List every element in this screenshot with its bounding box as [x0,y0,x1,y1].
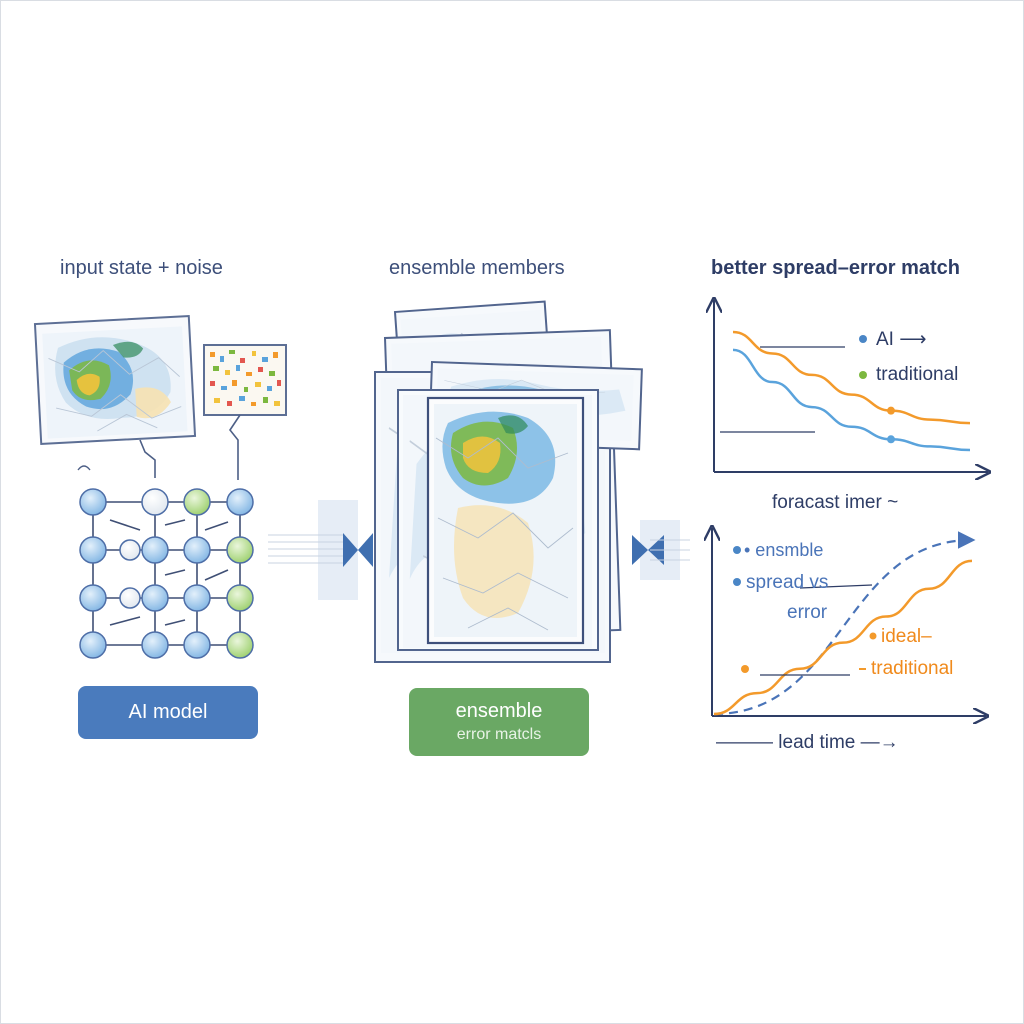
legend-ai-marker [859,335,867,343]
flow-arrow-1 [268,500,373,600]
heading-input-state: input state + noise [60,257,223,279]
bottom-legend-ensemble: • ensmble [744,540,824,560]
ai-model-label: AI model [128,701,208,723]
heading-ensemble-members: ensemble members [389,257,565,279]
ai-model-box: AI model [78,686,258,739]
legend-traditional2-marker [741,665,749,673]
ensemble-stack [374,300,643,663]
noise-map [203,344,287,416]
bottom-legend-error: error [787,602,828,623]
heading-spread-error: better spread–error match [711,257,960,279]
bottom-legend-traditional: traditional [871,658,954,679]
series-line-traditional [713,559,973,716]
ensemble-box-line2: error matcls [456,726,542,743]
series-point-traditional [887,406,895,415]
series-line-ideal [713,531,976,716]
input-connectors [139,414,241,480]
top-x-label: foracast imer ~ [772,492,899,513]
series-line-ai [732,348,971,452]
legend-traditional-marker [859,371,867,379]
ensemble-box-line1: ensemble [455,700,543,722]
top-legend-traditional: traditional [876,364,959,385]
top-chart [714,300,988,472]
bottom-x-label: ——— lead time —→ [716,732,899,753]
top-legend-ai: AI ⟶ [876,329,927,350]
flow-arrow-2 [632,520,690,580]
input-map [33,315,197,445]
series-point-ai [887,435,895,444]
ai-model-network [77,465,254,659]
ensemble-box: ensemble error matcls [409,688,589,756]
legend-ideal-marker [869,632,877,640]
bottom-legend-ideal: ideal– [881,626,932,647]
legend-ensemble-marker [733,546,741,554]
legend-spread-marker [733,578,741,586]
bottom-legend-spread: spread vs [746,572,829,593]
series-line-traditional [732,330,971,425]
bottom-chart [712,528,986,716]
